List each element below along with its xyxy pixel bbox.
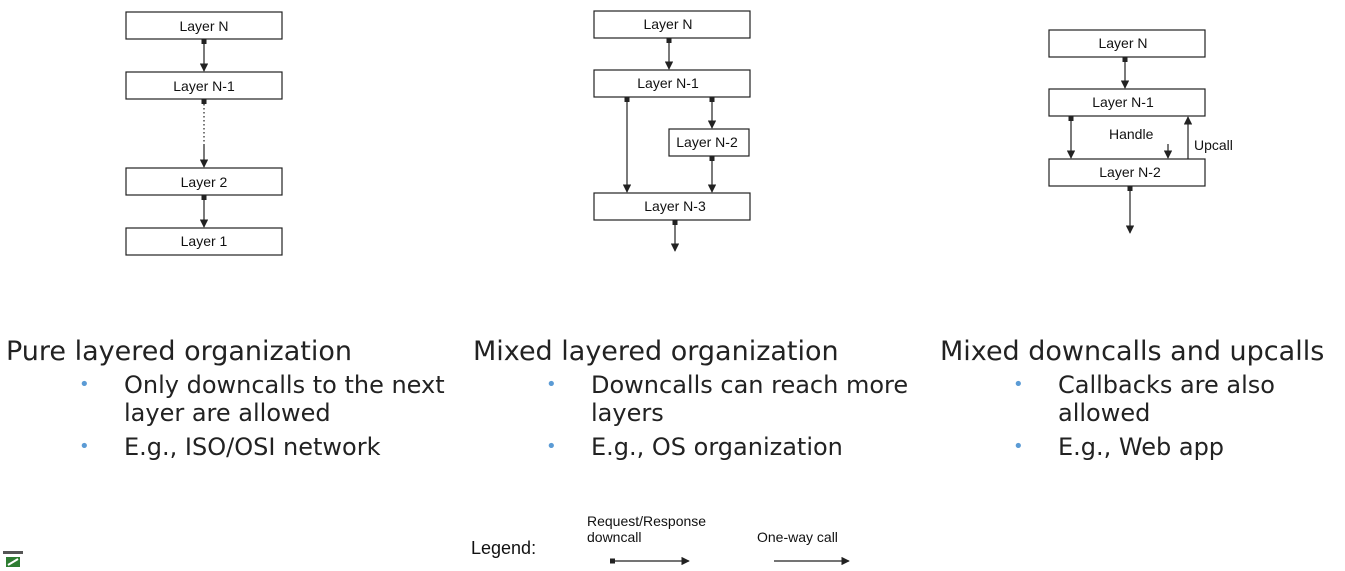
pure-layer-n-box (125, 11, 283, 40)
mixed-call-origin-3 (709, 97, 715, 102)
updown-layer-n-2-box (1048, 158, 1206, 187)
bullet-text: E.g., ISO/OSI network (124, 433, 381, 461)
bullet-text: Downcalls can reach more layers (591, 371, 909, 427)
mixed-layered-diagram: Layer N Layer N-1 Layer N-2 Layer N-3 (593, 10, 751, 252)
pure-call-origin-3 (201, 195, 207, 200)
pure-layer-1-label: Layer 1 (181, 233, 228, 249)
legend-request-response-origin (610, 558, 615, 564)
updown-layer-n-1-label: Layer N-1 (1092, 94, 1154, 110)
downcalls-upcalls-section: Mixed downcalls and upcalls • Callbacks a… (940, 336, 1345, 467)
updown-layer-n-1-box (1048, 88, 1206, 117)
upcall-label: Upcall (1194, 137, 1233, 153)
pure-call-origin-1 (201, 39, 207, 44)
mixed-call-origin-4 (709, 156, 715, 161)
bullet-icon: • (1013, 374, 1024, 395)
legend-request-response-label-line1: Request/Response (587, 513, 706, 529)
bullet-text: Only downcalls to the next layer are all… (124, 371, 445, 427)
bullet-icon: • (79, 436, 90, 457)
bullet-icon: • (1013, 436, 1024, 457)
pure-call-origin-2 (201, 99, 207, 104)
list-item: • E.g., Web app (940, 433, 1345, 461)
mixed-layered-section: Mixed layered organization • Downcalls ca… (473, 336, 913, 467)
pure-layer-n-1-label: Layer N-1 (173, 78, 235, 94)
handle-label: Handle (1109, 126, 1154, 142)
pure-layered-title: Pure layered organization (6, 336, 352, 367)
list-item: • Callbacks are also allowed (940, 371, 1345, 427)
pure-layered-bullets: • Only downcalls to the next layer are al… (6, 371, 446, 461)
mixed-layer-n-3-box (593, 192, 751, 221)
mixed-layer-n-label: Layer N (643, 16, 692, 32)
updown-call-origin-1 (1122, 57, 1128, 62)
mixed-layer-n-box (593, 10, 751, 39)
bullet-icon: • (546, 436, 557, 457)
mixed-layer-n-2-label: Layer N-2 (676, 134, 738, 150)
list-item: • Only downcalls to the next layer are al… (6, 371, 446, 427)
updown-layer-n-2-label: Layer N-2 (1099, 164, 1161, 180)
bullet-icon: • (546, 374, 557, 395)
pure-layer-n-1-box (125, 71, 283, 100)
bullet-text: E.g., OS organization (591, 433, 843, 461)
mixed-call-origin-2 (624, 97, 630, 102)
mixed-layer-n-1-label: Layer N-1 (637, 75, 699, 91)
legend: Request/Response downcall One-way call (587, 513, 850, 566)
legend-one-way-label: One-way call (757, 529, 838, 545)
bullet-text: Callbacks are also allowed (1058, 371, 1275, 427)
mixed-call-origin-1 (666, 38, 672, 43)
bullet-icon: • (79, 374, 90, 395)
legend-title: Legend: (471, 538, 537, 558)
mixed-layer-n-3-label: Layer N-3 (644, 198, 706, 214)
updown-call-origin-2 (1068, 116, 1074, 121)
downcalls-upcalls-diagram: Layer N Layer N-1 Layer N-2 Handle Upcal… (1048, 29, 1233, 234)
legend-request-response-label-line2: downcall (587, 529, 641, 545)
list-item: • E.g., OS organization (473, 433, 913, 461)
list-item: • E.g., ISO/OSI network (6, 433, 446, 461)
list-item: • Downcalls can reach more layers (473, 371, 913, 427)
mixed-layered-title: Mixed layered organization (473, 336, 839, 367)
updown-call-origin-3 (1127, 186, 1133, 191)
bullet-text: E.g., Web app (1058, 433, 1225, 461)
mixed-layer-n-2-box (668, 128, 750, 157)
updown-layer-n-box (1048, 29, 1206, 58)
mixed-layer-n-1-box (593, 69, 751, 98)
updown-layer-n-label: Layer N (1098, 35, 1147, 51)
mixed-call-origin-5 (672, 220, 678, 225)
pure-layered-section: Pure layered organization • Only downcall… (6, 336, 446, 467)
downcalls-upcalls-bullets: • Callbacks are also allowed • E.g., Web a… (940, 371, 1345, 461)
pure-layer-n-label: Layer N (179, 18, 228, 34)
pure-layered-diagram: Layer N Layer N-1 Layer 2 Layer 1 (125, 11, 283, 256)
pure-layer-2-label: Layer 2 (181, 174, 228, 190)
pure-layer-1-box (125, 227, 283, 256)
university-logo-icon (0, 548, 26, 571)
downcalls-upcalls-title: Mixed downcalls and upcalls (940, 336, 1325, 367)
mixed-layered-bullets: • Downcalls can reach more layers • E.g., … (473, 371, 913, 461)
